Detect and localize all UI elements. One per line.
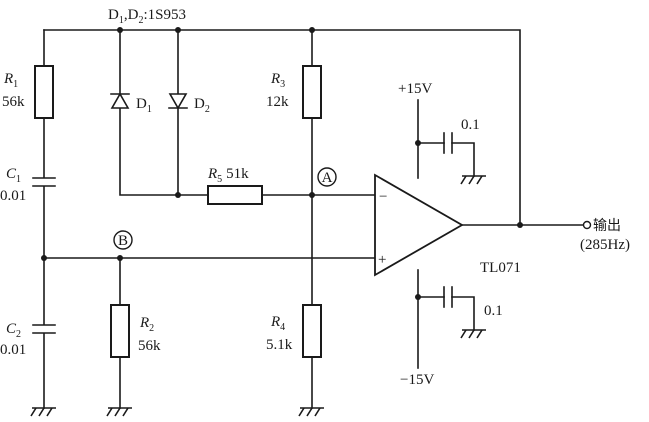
diode-d2 [168, 93, 188, 110]
bypass-capacitor-top [443, 132, 453, 154]
junction-dot [415, 294, 421, 300]
c2-value: 0.01 [0, 342, 26, 358]
opamp-minus-sign: − [379, 189, 387, 205]
ground-symbol-bypass-top [460, 175, 486, 185]
r2-label: R2 [139, 315, 154, 334]
ground-symbol-r2 [106, 407, 132, 417]
c1-value: 0.01 [0, 188, 26, 204]
positive-supply-label: +15V [398, 81, 432, 97]
c2-label: C2 [6, 321, 21, 340]
junction-dot [309, 27, 315, 33]
output-terminal [582, 220, 592, 230]
diode-part-note: D1,D2:1S953 [108, 7, 186, 26]
node-a-circle [317, 167, 337, 187]
node-b-label: B [118, 233, 128, 249]
capacitor-c1 [32, 177, 56, 187]
d2-label: D2 [194, 96, 210, 115]
opamp-part-label: TL071 [480, 260, 521, 276]
junction-dot [175, 192, 181, 198]
bypass-capacitor-bottom [443, 286, 453, 308]
r3-value: 12k [266, 94, 289, 110]
r1-value: 56k [2, 94, 25, 110]
junction-dot [41, 255, 47, 261]
junction-dot [117, 255, 123, 261]
ground-symbol-left [30, 407, 56, 417]
bypass-bottom-value: 0.1 [484, 303, 503, 319]
opamp-triangle [374, 173, 464, 277]
d1-label: D1 [136, 96, 152, 115]
bypass-top-value: 0.1 [461, 117, 480, 133]
node-b-circle [113, 230, 133, 250]
ground-symbol-bypass-bottom [460, 329, 486, 339]
resistor-r1 [34, 65, 54, 119]
junction-dot [415, 140, 421, 146]
opamp-plus-sign: + [378, 252, 386, 268]
capacitor-c2 [32, 324, 56, 334]
junction-dot [309, 192, 315, 198]
resistor-r4 [302, 304, 322, 358]
junction-dot [175, 27, 181, 33]
resistor-r3 [302, 65, 322, 119]
junction-dots [41, 27, 523, 300]
resistor-r5 [207, 185, 263, 205]
r2-value: 56k [138, 338, 161, 354]
ground-symbol-r4 [298, 407, 324, 417]
c1-label: C1 [6, 166, 21, 185]
r3-label: R3 [270, 71, 285, 90]
junction-dot [517, 222, 523, 228]
resistor-r2 [110, 304, 130, 358]
output-label: 输出 [593, 218, 621, 234]
junction-dot [117, 27, 123, 33]
negative-supply-label: −15V [400, 372, 434, 388]
node-a-label: A [322, 170, 333, 186]
output-frequency: (285Hz) [580, 237, 630, 253]
r4-value: 5.1k [266, 337, 293, 353]
r4-label: R4 [270, 314, 285, 333]
diode-d1 [110, 92, 130, 109]
r1-label: R1 [3, 71, 18, 90]
